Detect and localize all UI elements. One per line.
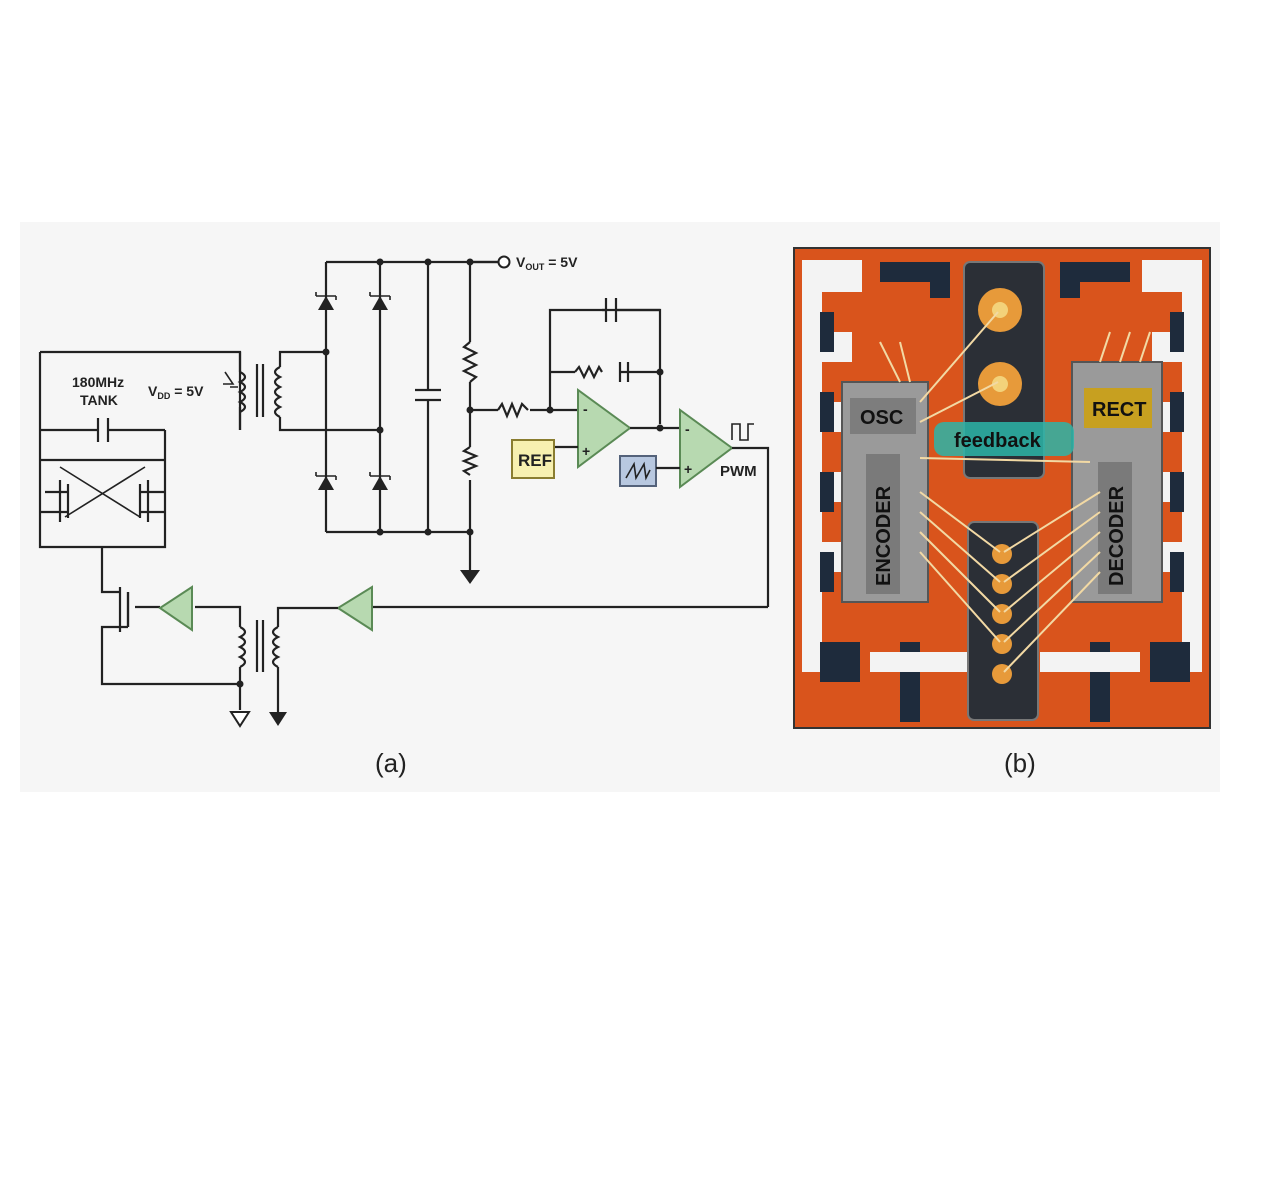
- schematic-diagram: - + REF - + PWM: [38, 254, 770, 778]
- caption-b: (b): [1004, 748, 1036, 778]
- oscillator-loop: [38, 350, 242, 686]
- pwm-minus: -: [685, 421, 690, 437]
- encoder-label: ENCODER: [873, 485, 895, 586]
- pwm-plus: +: [684, 461, 692, 477]
- caption-a: (a): [375, 748, 407, 778]
- vdd-label: VDD = 5V: [148, 383, 204, 401]
- error-amplifier: - + REF: [470, 298, 680, 479]
- output-filter: [415, 255, 511, 584]
- ref-label: REF: [518, 451, 552, 470]
- tank-frequency-label: 180MHz: [72, 374, 124, 390]
- decoder-label: DECODER: [1106, 485, 1128, 586]
- pwm-comparator: - + PWM: [619, 408, 770, 607]
- ramp-icon: [625, 461, 651, 481]
- rect-label: RECT: [1092, 399, 1146, 421]
- error-amp-plus: +: [582, 443, 590, 459]
- tank-label: TANK: [80, 392, 118, 408]
- pulse-icon: [731, 423, 754, 441]
- bond-wires: [879, 311, 1151, 673]
- chip-photo: OSC ENCODER RECT DECODER feedback: [793, 247, 1211, 778]
- osc-label: OSC: [860, 407, 903, 429]
- feedback-path: [158, 585, 768, 728]
- bridge-rectifier: [315, 258, 500, 536]
- figure-svg: - + REF - + PWM: [38, 247, 1211, 778]
- feedback-label: feedback: [954, 430, 1042, 452]
- power-transformer: [223, 350, 380, 432]
- error-amp-minus: -: [583, 401, 588, 417]
- ramp-generator-box: [619, 455, 657, 487]
- figure-panel: - + REF - + PWM: [20, 222, 1220, 792]
- vout-label: VOUT = 5V: [516, 254, 578, 272]
- pwm-label: PWM: [720, 463, 757, 480]
- ref-box: [511, 439, 555, 479]
